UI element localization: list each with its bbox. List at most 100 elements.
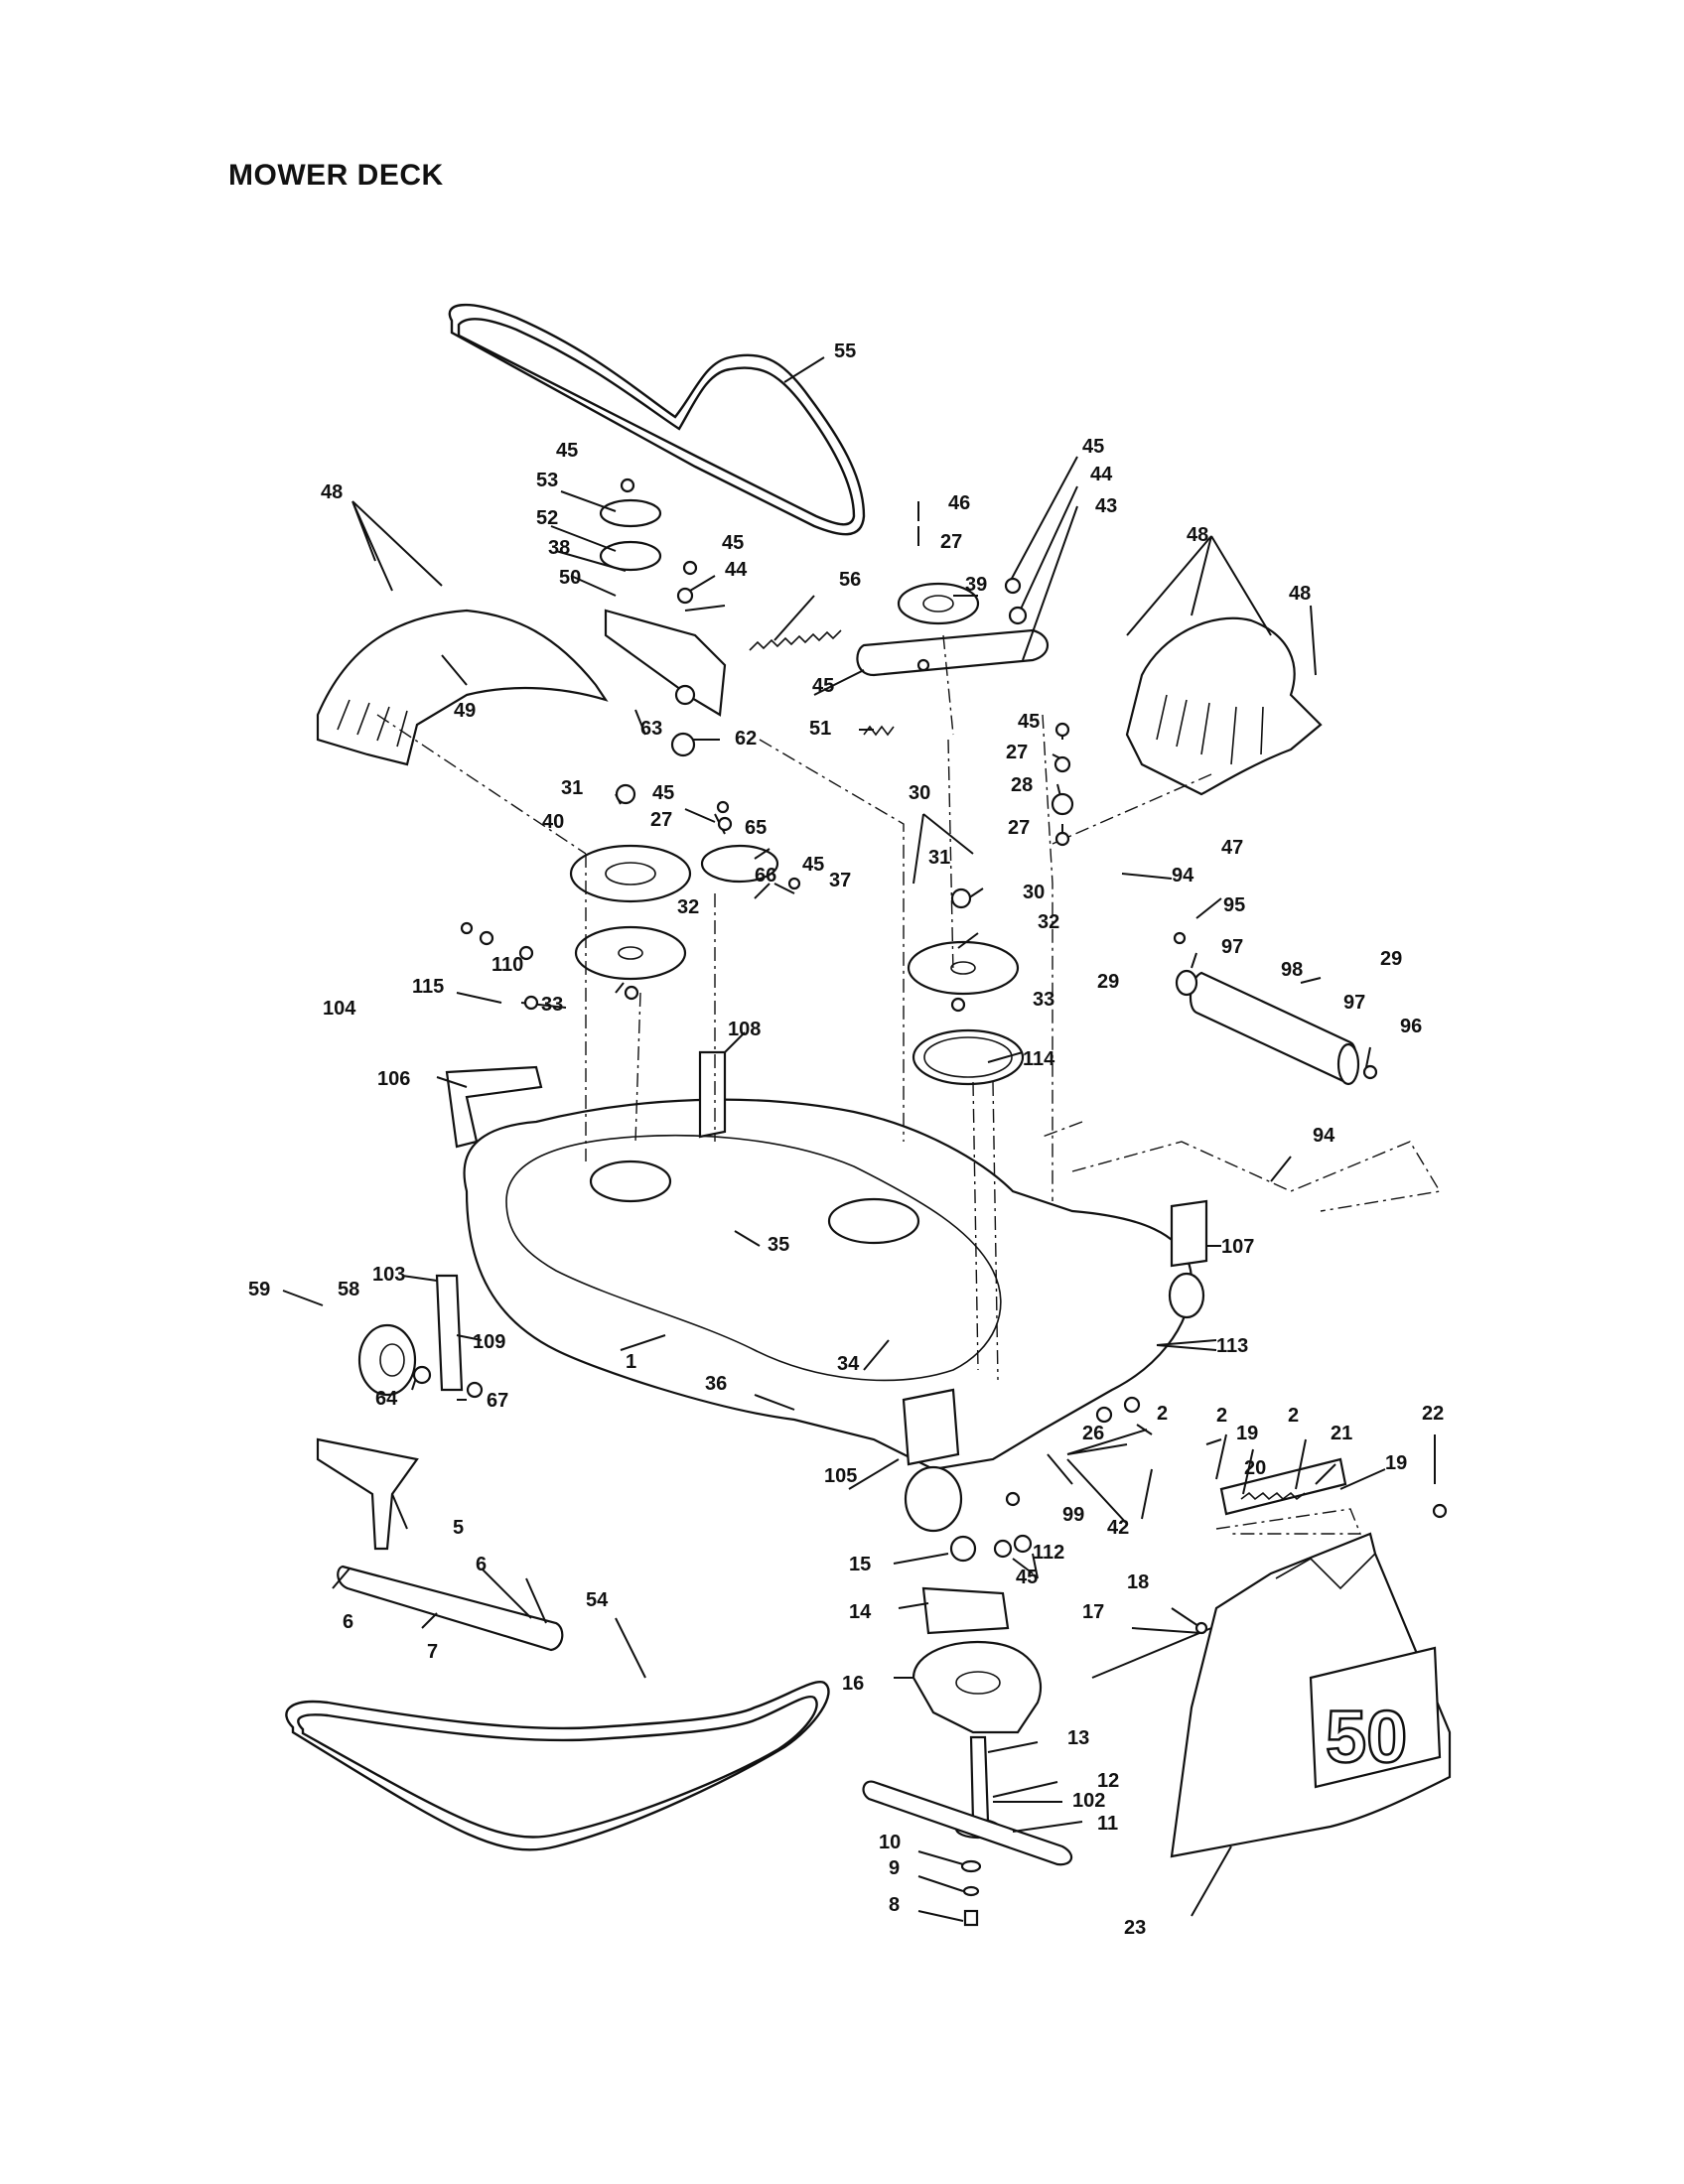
- callout-49: 49: [454, 700, 476, 722]
- ring-114: [912, 1028, 1025, 1086]
- callout-13: 13: [1067, 1727, 1089, 1749]
- right-pulley-shield: [1125, 616, 1323, 796]
- callout-52: 52: [536, 507, 558, 529]
- callout-30: 30: [1023, 882, 1045, 903]
- deck-inner-contour: [505, 1134, 1002, 1382]
- callout-6: 6: [343, 1611, 353, 1633]
- callout-103: 103: [372, 1264, 405, 1286]
- callout-36: 36: [705, 1373, 727, 1395]
- washer-9: [962, 1885, 980, 1897]
- callout-95: 95: [1223, 894, 1245, 916]
- callout-97: 97: [1343, 992, 1365, 1014]
- callout-45: 45: [556, 440, 578, 462]
- callout-29: 29: [1097, 971, 1119, 993]
- callout-17: 17: [1082, 1601, 1104, 1623]
- callout-54: 54: [586, 1589, 609, 1611]
- upper-drive-belt-inner: [457, 318, 856, 526]
- callout-48: 48: [321, 481, 343, 503]
- callout-62: 62: [735, 728, 757, 750]
- callout-51: 51: [809, 718, 831, 740]
- callout-2: 2: [1288, 1405, 1299, 1427]
- pulley-39: [897, 582, 980, 625]
- callout-43: 43: [1095, 495, 1117, 517]
- deck-wheel-right: [1168, 1272, 1205, 1319]
- callout-15: 15: [849, 1554, 871, 1575]
- small-spring: [863, 725, 895, 737]
- callout-32: 32: [677, 896, 699, 918]
- upper-drive-belt: [448, 304, 866, 536]
- bolt-8: [963, 1909, 979, 1927]
- callout-63: 63: [640, 718, 662, 740]
- callout-50: 50: [559, 567, 581, 589]
- callout-44: 44: [725, 559, 748, 581]
- bracket-108: [698, 1050, 727, 1139]
- callout-2: 2: [1216, 1405, 1227, 1427]
- callout-114: 114: [1023, 1048, 1055, 1070]
- callout-45: 45: [1082, 436, 1104, 458]
- callout-112: 112: [1033, 1542, 1064, 1564]
- idler-bracket: [604, 609, 727, 717]
- callout-105: 105: [824, 1465, 857, 1487]
- callout-65: 65: [745, 817, 767, 839]
- callout-18: 18: [1127, 1571, 1149, 1593]
- roller-98: [1189, 971, 1357, 1084]
- callout-38: 38: [548, 537, 570, 559]
- callout-19: 19: [1236, 1423, 1258, 1444]
- pulley-53: [599, 498, 662, 528]
- callout-31: 31: [928, 847, 950, 869]
- callout-53: 53: [536, 470, 558, 491]
- callout-48: 48: [1187, 524, 1208, 546]
- callout-55: 55: [834, 341, 856, 362]
- callout-6: 6: [476, 1554, 487, 1575]
- callout-45: 45: [722, 532, 744, 554]
- callout-7: 7: [427, 1641, 438, 1663]
- callout-45: 45: [812, 675, 834, 697]
- callout-46: 46: [948, 492, 970, 514]
- left-shield-ribs: [337, 699, 408, 748]
- mower-blade-11: [862, 1780, 1073, 1866]
- callout-11: 11: [1097, 1813, 1118, 1835]
- callout-19: 19: [1385, 1452, 1407, 1474]
- callout-94: 94: [1172, 865, 1194, 887]
- callout-47: 47: [1221, 837, 1243, 859]
- bracket-106: [445, 1065, 543, 1149]
- callout-110: 110: [491, 954, 523, 976]
- hinge-spring-20: [1240, 1491, 1306, 1501]
- callout-45: 45: [802, 854, 824, 876]
- callout-67: 67: [487, 1390, 508, 1412]
- callout-98: 98: [1281, 959, 1303, 981]
- callout-21: 21: [1331, 1423, 1352, 1444]
- callout-108: 108: [728, 1019, 761, 1040]
- callout-23: 23: [1124, 1917, 1146, 1939]
- center-spindle-housing: [827, 1197, 920, 1245]
- callout-34: 34: [837, 1353, 860, 1375]
- callout-56: 56: [839, 569, 861, 591]
- callout-37: 37: [829, 870, 851, 891]
- washer-10: [960, 1859, 982, 1873]
- wheel-bracket-103: [435, 1274, 464, 1392]
- callout-39: 39: [965, 574, 987, 596]
- pulley-52: [599, 540, 662, 572]
- callout-9: 9: [889, 1857, 900, 1879]
- callout-27: 27: [650, 809, 672, 831]
- washer-97: [1175, 969, 1198, 997]
- alignment-lines: [376, 634, 1442, 1535]
- callout-42: 42: [1107, 1517, 1129, 1539]
- callout-45: 45: [1018, 711, 1040, 733]
- callout-30: 30: [909, 782, 930, 804]
- callout-29: 29: [1380, 948, 1402, 970]
- pulley-32-right: [907, 940, 1020, 996]
- callout-16: 16: [842, 1673, 864, 1695]
- callout-115: 115: [412, 976, 444, 998]
- rod-17: [1091, 1627, 1212, 1679]
- callout-33: 33: [1033, 989, 1054, 1011]
- callout-45: 45: [1016, 1567, 1038, 1588]
- callout-107: 107: [1221, 1236, 1254, 1258]
- callout-8: 8: [889, 1894, 900, 1916]
- lower-drive-belt: [285, 1681, 830, 1851]
- callout-104: 104: [323, 998, 356, 1020]
- mower-deck-housing: [463, 1098, 1193, 1471]
- callout-27: 27: [940, 531, 962, 553]
- callout-28: 28: [1011, 774, 1033, 796]
